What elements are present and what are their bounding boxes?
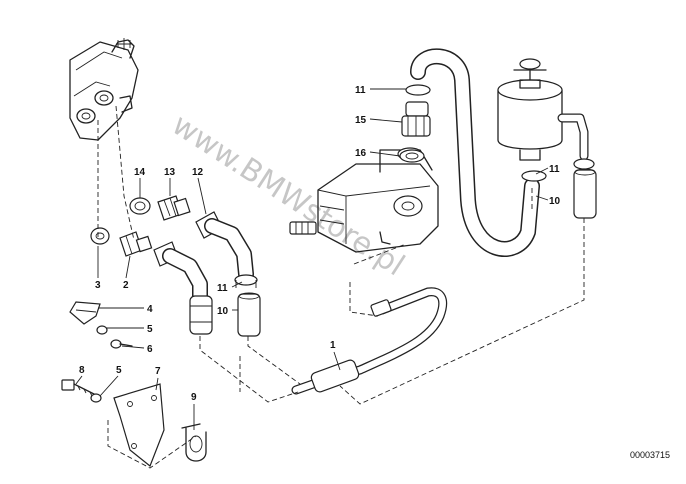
hose-clamp-11-right: [521, 158, 595, 182]
callout-11-right: 11: [549, 164, 560, 175]
sealing-ring-16: [399, 149, 425, 163]
washer-5-upper: [96, 325, 108, 335]
pressure-line-1: [291, 287, 448, 395]
catalog-code: 00003715: [630, 450, 670, 460]
banjo-bolt-2: [119, 231, 153, 257]
hose-fitting-12: [195, 211, 254, 282]
leader-lines: [75, 88, 549, 430]
oil-reservoir: [497, 58, 589, 161]
hose-clamp-11-left: [234, 274, 258, 288]
bolt-6: [110, 339, 133, 349]
callout-14: 14: [134, 167, 146, 178]
banjo-bolt-13: [157, 195, 191, 221]
callout-9: 9: [191, 392, 197, 403]
union-fitting-15: [401, 101, 431, 137]
callout-labels: 11 15 16 14 13 12 11 10 11 10 3 2 4 5 6 …: [79, 85, 561, 403]
washer-5-lower: [90, 393, 102, 403]
callout-5-lower: 5: [116, 365, 122, 376]
sealing-ring-3: [90, 227, 110, 245]
callout-11-left: 11: [217, 283, 228, 294]
callout-16: 16: [355, 148, 367, 159]
callout-10-left: 10: [217, 306, 229, 317]
bracket-4: [69, 301, 101, 325]
callout-1: 1: [330, 340, 336, 351]
callout-7: 7: [155, 366, 161, 377]
callout-15: 15: [355, 115, 367, 126]
callout-5-upper: 5: [147, 324, 153, 335]
callout-10-right: 10: [549, 196, 561, 207]
hose-10-left: [237, 292, 261, 337]
callout-2: 2: [123, 280, 129, 291]
assembly-lines: [97, 105, 585, 469]
sealing-ring-14: [129, 197, 151, 215]
callout-11-top: 11: [355, 85, 366, 96]
watermark-text: www.BMWstore.pl: [166, 107, 411, 283]
callout-3: 3: [95, 280, 101, 291]
hose-clip-9: [181, 423, 207, 462]
steering-gear-housing: [69, 38, 139, 141]
pressure-hose-fitting: [153, 241, 213, 335]
return-hose: [410, 48, 540, 257]
callout-8: 8: [79, 365, 85, 376]
mounting-bracket-7: [113, 383, 165, 467]
callout-4: 4: [147, 304, 153, 315]
hose-10-right: [573, 168, 597, 219]
callout-12: 12: [192, 167, 204, 178]
callout-6: 6: [147, 344, 153, 355]
callout-13: 13: [164, 167, 176, 178]
bolt-8: [61, 379, 99, 397]
hose-clamp-11-top: [405, 84, 431, 96]
